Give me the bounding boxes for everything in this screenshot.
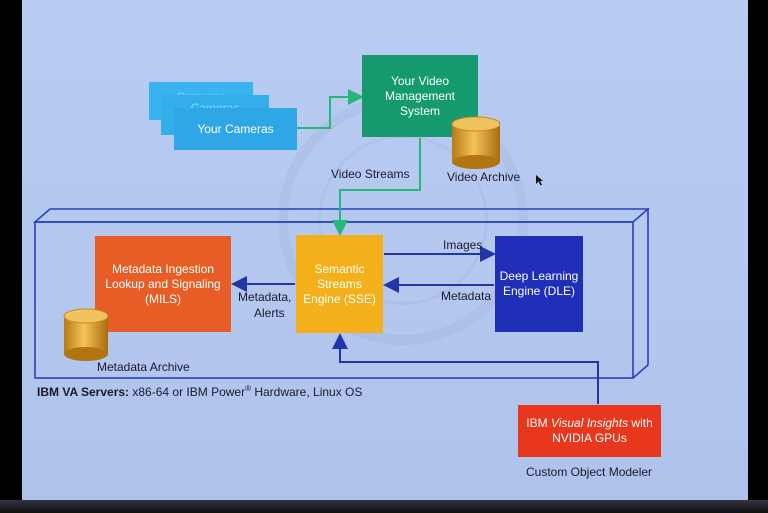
video-archive-cylinder-icon: [451, 116, 501, 169]
dle-label: Deep Learning Engine (DLE): [499, 269, 579, 298]
semantic-streams-engine-box: Semantic Streams Engine (SSE): [296, 235, 383, 333]
mouse-cursor-icon: [536, 175, 543, 186]
servers-registered-mark: ®: [245, 384, 251, 393]
metadata-alerts-edge-label-line2: Alerts: [254, 306, 285, 320]
metadata-archive-label: Metadata Archive: [97, 360, 190, 374]
custom-object-modeler-label: Custom Object Modeler: [526, 465, 653, 479]
your-cameras-label: Your Cameras: [197, 121, 274, 136]
video-streams-label: Video Streams: [331, 167, 410, 181]
mils-box: Metadata Ingestion Lookup and Signaling …: [95, 236, 231, 332]
gpu-italic: Visual Insights: [550, 416, 629, 430]
servers-text-after: Hardware, Linux OS: [251, 385, 363, 399]
mils-label: Metadata Ingestion Lookup and Signaling …: [105, 261, 221, 306]
your-cameras-box: Your Cameras: [174, 108, 297, 150]
video-bottom-strip: [0, 500, 768, 513]
deep-learning-engine-box: Deep Learning Engine (DLE): [495, 236, 583, 332]
ibm-va-servers-caption: IBM VA Servers: x86-64 or IBM Power® Har…: [37, 384, 362, 399]
metadata-alerts-edge-label-line1: Metadata,: [238, 290, 292, 304]
sse-label: Semantic Streams Engine (SSE): [303, 261, 376, 306]
gpu-suffix: with: [628, 416, 653, 430]
video-archive-label: Video Archive: [447, 170, 521, 184]
servers-bold: IBM VA Servers:: [37, 385, 130, 399]
metadata-archive-cylinder-icon: [63, 308, 109, 361]
arrow-cameras-to-vms: [297, 89, 364, 129]
visual-insights-gpu-box: IBM Visual Insights with NVIDIA GPUs: [518, 405, 661, 457]
servers-text-before: x86-64 or IBM Power: [129, 385, 246, 399]
images-edge-label: Images: [443, 238, 483, 252]
vms-label: Your Video Management System: [384, 73, 456, 118]
gpu-line2: NVIDIA GPUs: [552, 431, 627, 445]
arrow-gpu-to-sse: [332, 333, 599, 404]
arrow-vms-to-sse: [332, 138, 421, 236]
metadata-edge-label: Metadata: [441, 289, 492, 303]
gpu-prefix: IBM: [526, 416, 551, 430]
